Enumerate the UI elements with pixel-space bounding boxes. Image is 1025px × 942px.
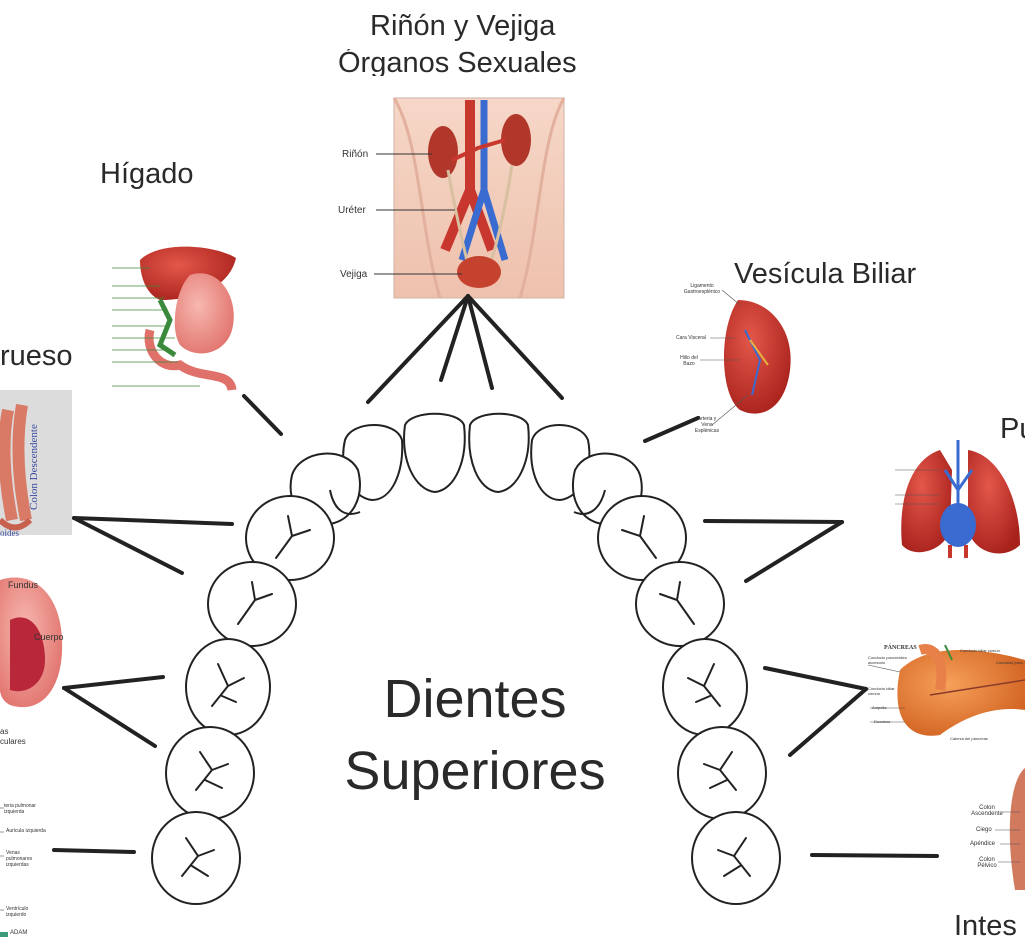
large-intestine-label: rueso — [0, 340, 73, 372]
colon-descendente: Colon Descendente — [28, 424, 40, 510]
kidney-image-rinon: Riñón — [342, 149, 369, 160]
stomach-cuerpo: Cuerpo — [34, 632, 64, 642]
spleen-cara: Cara Visceral — [676, 335, 706, 341]
connector-line — [466, 294, 494, 390]
colon-ciego: Ciego — [976, 827, 992, 833]
stomach-culares: culares — [0, 737, 26, 746]
heart-adam: ADAM — [10, 930, 28, 936]
kidney-image-vejiga: Vejiga — [340, 269, 368, 280]
kidney-bladder-image — [374, 97, 566, 299]
pancreas-title: PÁNCREAS — [884, 645, 917, 651]
connector-line — [643, 416, 700, 443]
pancreas-colecisto: Conducto biliar común — [868, 686, 895, 696]
stomach-fundus: Fundus — [8, 580, 39, 590]
connector-line — [62, 675, 165, 690]
colon-right-image — [995, 768, 1025, 890]
connector-line — [763, 666, 868, 691]
stomach-as: as — [0, 727, 9, 736]
liver-image — [110, 240, 240, 395]
pancreas-conducto-pan: Conducto panc — [996, 660, 1023, 665]
connector-line — [366, 294, 470, 404]
colon-apendice: Apéndice — [970, 841, 996, 847]
stomach-image — [0, 577, 63, 708]
pancreas-ampolla: Ampolla — [872, 705, 887, 710]
connector-line — [703, 519, 844, 524]
heart-arteria: teria pulmonar izquierda — [4, 803, 36, 815]
title-line2: Superiores — [344, 741, 606, 801]
connector-line — [439, 294, 470, 382]
connector-line — [242, 394, 283, 436]
spleen-hilio: Hilio del Bazo — [680, 355, 698, 367]
kidney-image-ureter: Uréter — [338, 205, 366, 216]
pancreas-duodeno: Duodeno — [874, 719, 891, 724]
connector-line — [72, 516, 184, 575]
connector-line — [744, 520, 844, 583]
heart-image — [0, 807, 8, 937]
left-kidney — [428, 126, 458, 178]
heart-venas: Venas pulmonares izquierdas — [6, 850, 33, 868]
connector-line — [810, 853, 939, 858]
connector-lines — [52, 294, 939, 858]
colon-ascendente: Colon Ascendente — [971, 805, 1003, 817]
pancreas-image — [867, 644, 1025, 736]
intestine-label: Intes — [954, 910, 1017, 942]
colon-sigmoides: oides — [0, 528, 19, 538]
colon-pelvico: Colon Pélvico — [977, 857, 997, 869]
colon-left-image — [0, 390, 72, 535]
gallbladder-label: Vesícula Biliar — [734, 258, 917, 290]
pancreas-cabeza: Cabeza del páncreas — [950, 736, 988, 741]
tooth-incisor — [403, 412, 466, 494]
lungs-label: Pu — [1000, 413, 1025, 445]
connector-line — [62, 686, 157, 748]
upper-teeth — [151, 412, 781, 905]
tooth-markings — [181, 515, 751, 877]
tooth-incisor — [468, 412, 530, 494]
heart-auricula: Auricula izquierda — [6, 828, 46, 834]
kidney-label-line1: Riñón y Vejiga — [370, 10, 556, 42]
right-kidney — [501, 114, 531, 166]
bladder — [457, 256, 501, 288]
spleen-ligamento: Ligamento Gastroesplénico — [683, 283, 721, 295]
title-line1: Dientes — [383, 669, 567, 729]
connector-line — [466, 294, 564, 400]
liver-label: Hígado — [100, 158, 194, 190]
kidney-label-line2: Órganos Sexuales — [338, 49, 577, 76]
spleen-image — [700, 289, 791, 426]
connector-line — [72, 516, 234, 526]
lungs-image — [895, 440, 1020, 558]
pancreas-conducto-biliar: Conducto biliar común — [960, 648, 1000, 653]
connector-line — [788, 687, 868, 757]
pancreas-conducto-acc: Conducto pancreático accesorio — [868, 655, 907, 665]
spleen-arteria: Arteria y Vena Esplénicas — [694, 416, 720, 434]
connector-line — [52, 848, 136, 854]
heart-ventriculo: Ventrículo izquierdo — [6, 906, 29, 918]
